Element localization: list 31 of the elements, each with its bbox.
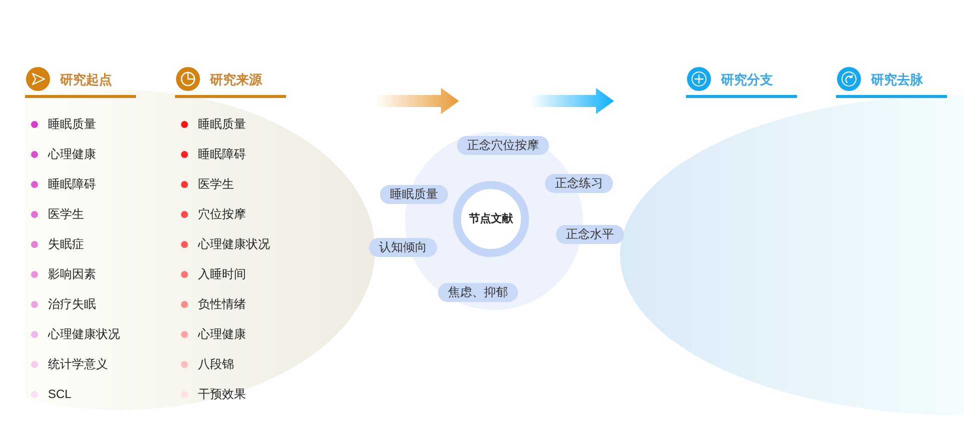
list-item: 睡眠障碍 xyxy=(198,146,246,162)
list-item: 八段锦 xyxy=(198,356,234,372)
list-item: 失眠症 xyxy=(48,236,84,252)
list-item: 负性情绪 xyxy=(198,296,246,312)
list-item: 穴位按摩 xyxy=(198,206,246,222)
list-item: 心理健康状况 xyxy=(198,236,270,252)
section-heading: 研究起点 xyxy=(60,71,112,88)
list-item: 睡眠障碍 xyxy=(48,176,96,192)
list-item: 入睡时间 xyxy=(198,266,246,282)
section-heading: 研究去脉 xyxy=(871,71,923,88)
keyword-tag: 正念穴位按摩 xyxy=(457,136,549,155)
list-item: 睡眠质量 xyxy=(48,116,96,132)
list-item: 医学生 xyxy=(198,176,234,192)
list-item: 治疗失眠 xyxy=(48,296,96,312)
list-item: 干预效果 xyxy=(198,386,246,402)
keyword-tag: 正念练习 xyxy=(545,174,613,193)
section-heading: 研究分支 xyxy=(721,71,773,88)
section-heading: 研究来源 xyxy=(210,71,262,88)
keyword-tag: 正念水平 xyxy=(556,225,624,244)
list-item: 影响因素 xyxy=(48,266,96,282)
keyword-tag: 焦虑、抑郁 xyxy=(438,283,518,302)
central-node: 节点文献 xyxy=(453,181,529,257)
list-item: 心理健康 xyxy=(48,146,96,162)
list-item: 心理健康状况 xyxy=(48,326,120,342)
keyword-tag: 认知倾向 xyxy=(369,238,437,257)
keyword-tag: 睡眠质量 xyxy=(380,185,448,204)
list-item: 睡眠质量 xyxy=(198,116,246,132)
list-item: 统计学意义 xyxy=(48,356,108,372)
list-item: SCL xyxy=(48,386,72,402)
list-item: 心理健康 xyxy=(198,326,246,342)
list-item: 医学生 xyxy=(48,206,84,222)
